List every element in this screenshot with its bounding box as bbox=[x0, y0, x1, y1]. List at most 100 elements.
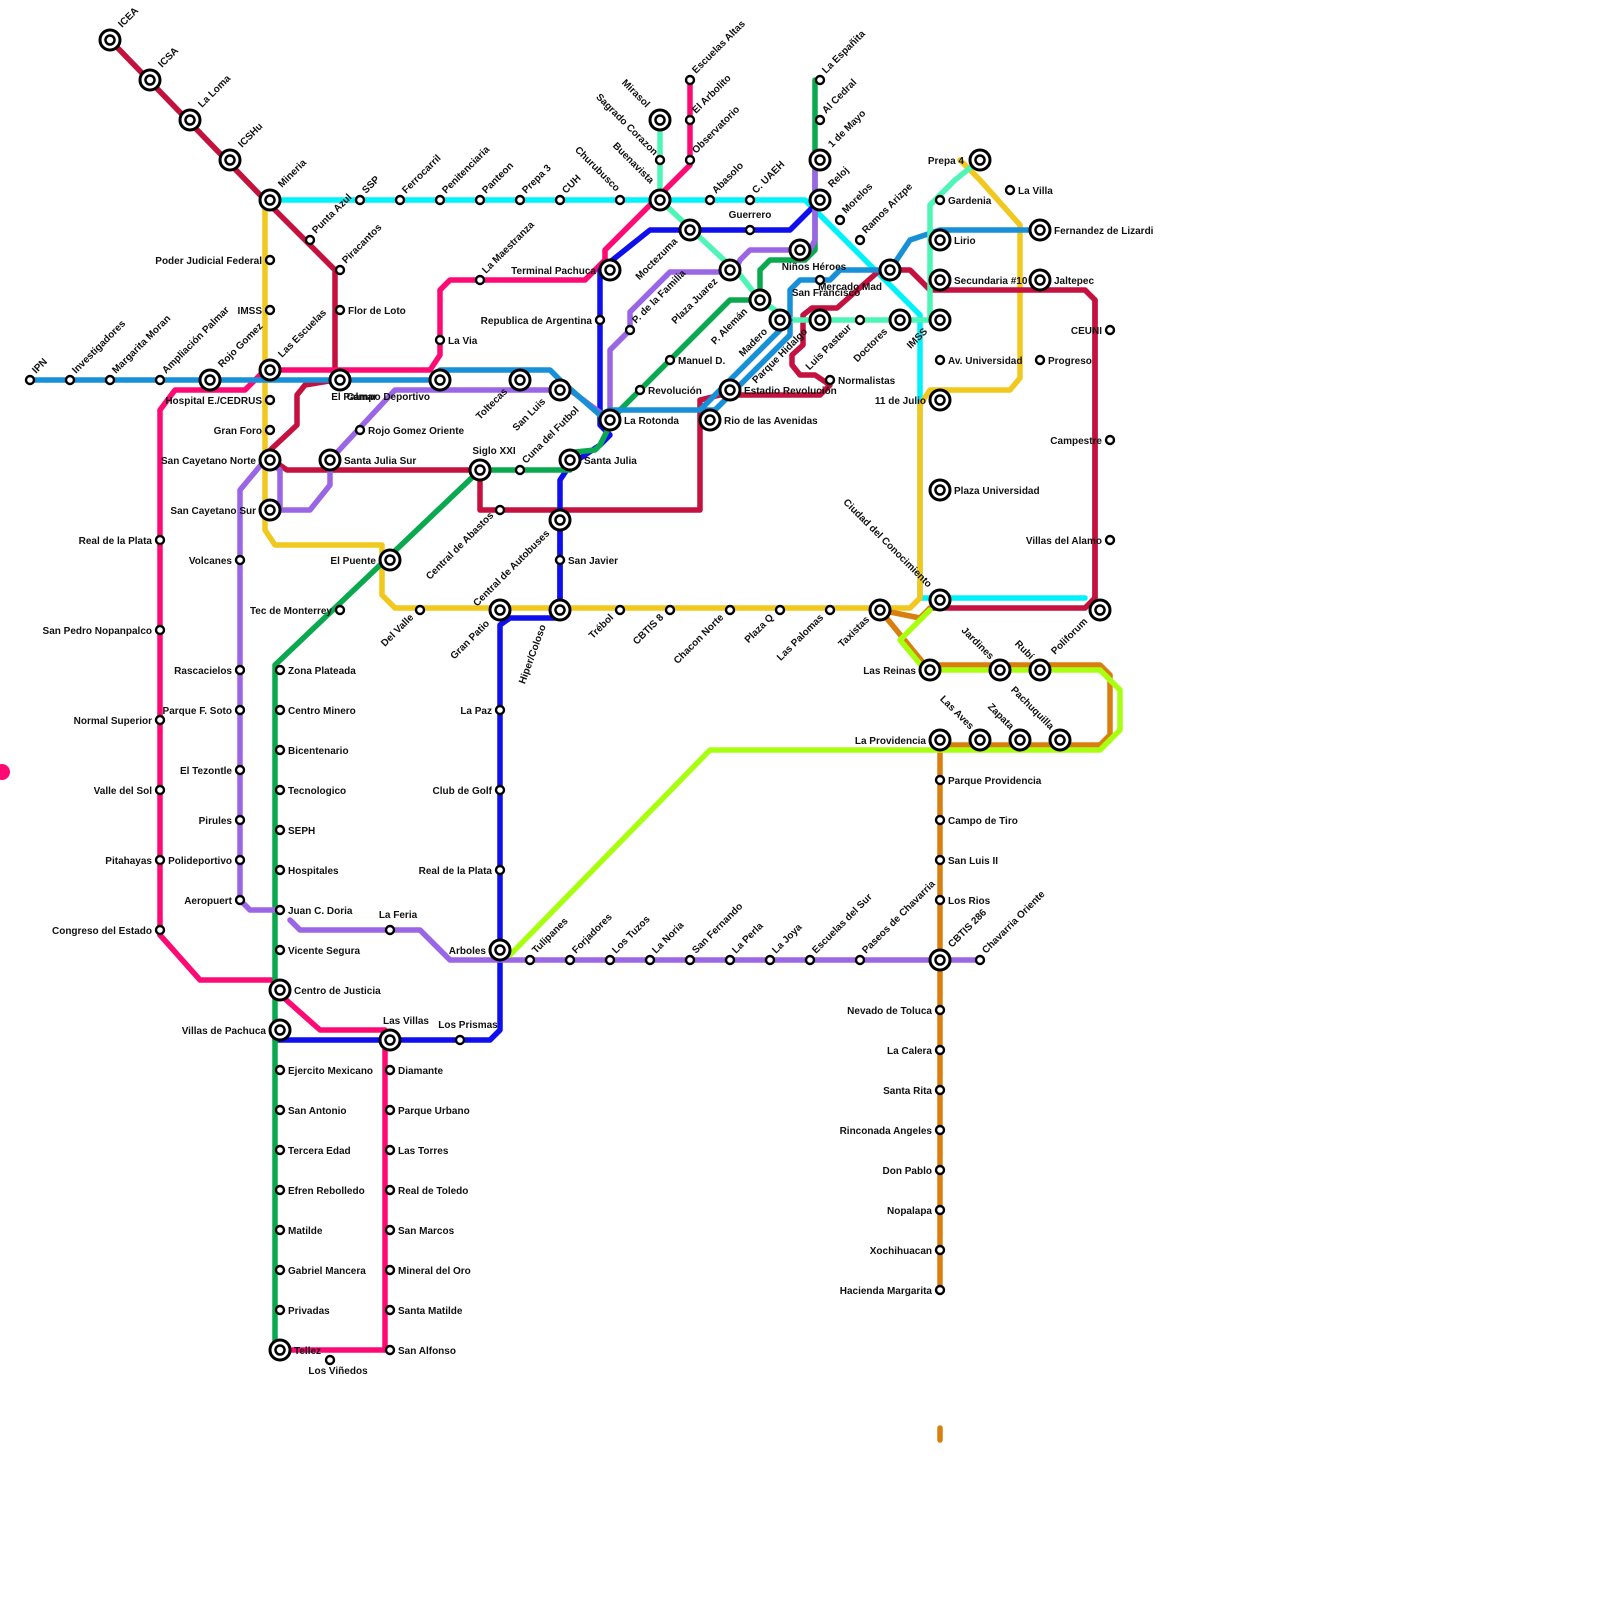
station-estadio-revolucion[interactable]: Estadio Revolución bbox=[718, 378, 837, 402]
station-ciudad-conocimiento[interactable]: Ciudad del Conocimiento bbox=[841, 497, 952, 612]
station-club-golf[interactable]: Club de Golf bbox=[433, 784, 506, 797]
station-del-valle[interactable]: Del Valle bbox=[379, 604, 426, 649]
station-gabriel-mancera[interactable]: Gabriel Mancera bbox=[274, 1264, 366, 1277]
station-diamante[interactable]: Diamante bbox=[384, 1064, 443, 1077]
station-prepa4[interactable]: Prepa 4 bbox=[928, 148, 992, 172]
station-santa-julia[interactable]: Santa Julia bbox=[558, 448, 637, 472]
station-gran-foro[interactable]: Gran Foro bbox=[214, 424, 276, 437]
station-parque-urbano[interactable]: Parque Urbano bbox=[384, 1104, 470, 1117]
station-icea[interactable]: ICEA bbox=[98, 5, 141, 52]
station-rascacielos[interactable]: Rascacielos bbox=[174, 664, 246, 677]
station-nevado-toluca[interactable]: Nevado de Toluca bbox=[847, 1004, 946, 1017]
station-rinconada-angeles[interactable]: Rinconada Angeles bbox=[840, 1124, 946, 1137]
station-pitahayas[interactable]: Pitahayas bbox=[105, 854, 166, 867]
station-congreso[interactable]: Congreso del Estado bbox=[52, 924, 166, 937]
station-vicente-segura[interactable]: Vicente Segura bbox=[274, 944, 361, 957]
station-los-vinedos[interactable]: Los Viñedos bbox=[308, 1354, 368, 1377]
station-san-cayetano-norte[interactable]: San Cayetano Norte bbox=[161, 448, 282, 472]
station-real-plata-s[interactable]: Real de la Plata bbox=[419, 864, 506, 877]
station-juan-doria[interactable]: Juan C. Doria bbox=[274, 904, 353, 917]
station-flor-loto[interactable]: Flor de Loto bbox=[334, 304, 406, 317]
station-las-reinas[interactable]: Las Reinas bbox=[863, 658, 942, 682]
station-guerrero[interactable]: Guerrero bbox=[729, 210, 772, 236]
station-hospital-cedrus[interactable]: Hospital E./CEDRUS bbox=[165, 394, 276, 407]
station-ninos-heroes[interactable]: Niños Héroes bbox=[782, 238, 847, 273]
station-revolucion[interactable]: Revolución bbox=[634, 384, 702, 397]
station-la-calera[interactable]: La Calera bbox=[887, 1044, 946, 1057]
station-san-francisco[interactable]: San Francisco bbox=[792, 274, 860, 299]
station-penitenciaria[interactable]: Penitenciaria bbox=[434, 144, 492, 206]
station-san-marcos[interactable]: San Marcos bbox=[384, 1224, 455, 1237]
station-volcanes[interactable]: Volcanes bbox=[189, 554, 246, 567]
station-rojo-gomez-oriente[interactable]: Rojo Gomez Oriente bbox=[354, 424, 465, 437]
station-parque-providencia[interactable]: Parque Providencia bbox=[934, 774, 1042, 787]
station-hospitales[interactable]: Hospitales bbox=[274, 864, 339, 877]
station-bicentenario[interactable]: Bicentenario bbox=[274, 744, 349, 757]
station-imss-west[interactable]: IMSS bbox=[238, 304, 276, 317]
station-rubi[interactable]: Rubí bbox=[1012, 639, 1052, 682]
station-normal-superior[interactable]: Normal Superior bbox=[74, 714, 166, 727]
station-centro-justicia[interactable]: Centro de Justicia bbox=[268, 978, 381, 1002]
station-trebol[interactable]: Trébol bbox=[587, 604, 626, 641]
station-plaza-q[interactable]: Plaza Q bbox=[743, 604, 786, 646]
station-ceuni[interactable]: CEUNI bbox=[1071, 324, 1116, 337]
station-xochihuacan[interactable]: Xochihuacan bbox=[870, 1244, 946, 1257]
station-san-pedro-nopanpalco[interactable]: San Pedro Nopanpalco bbox=[43, 624, 166, 637]
station-once-julio[interactable]: 11 de Julio bbox=[875, 388, 952, 412]
station-hiper-coloso[interactable]: Hiper/Coloso bbox=[517, 598, 572, 686]
station-villas-alamo[interactable]: Villas del Alamo bbox=[1026, 534, 1116, 547]
station-tellez[interactable]: Tellez bbox=[268, 1338, 321, 1362]
station-cbtis8[interactable]: CBTIS 8 bbox=[631, 604, 676, 647]
station-central-abastos[interactable]: Central de Abastos bbox=[424, 504, 506, 582]
station-don-pablo[interactable]: Don Pablo bbox=[883, 1164, 946, 1177]
station-la-loma[interactable]: La Loma bbox=[178, 73, 234, 132]
station-centro-minero[interactable]: Centro Minero bbox=[274, 704, 356, 717]
station-las-palomas[interactable]: Las Palomas bbox=[775, 604, 836, 663]
station-san-alfonso[interactable]: San Alfonso bbox=[384, 1344, 456, 1357]
station-campo-deportivo[interactable]: Campo Deportivo bbox=[347, 368, 452, 403]
station-los-rios[interactable]: Los Rios bbox=[934, 894, 991, 907]
station-santa-julia-sur[interactable]: Santa Julia Sur bbox=[318, 448, 416, 472]
station-las-torres[interactable]: Las Torres bbox=[384, 1144, 449, 1157]
station-parque-soto[interactable]: Parque F. Soto bbox=[163, 704, 246, 717]
station-zona-plateada[interactable]: Zona Plateada bbox=[274, 664, 356, 677]
station-lirio[interactable]: Lirio bbox=[928, 228, 976, 252]
station-santa-rita[interactable]: Santa Rita bbox=[883, 1084, 946, 1097]
station-las-villas[interactable]: Las Villas bbox=[378, 1016, 429, 1052]
station-normalistas[interactable]: Normalistas bbox=[824, 374, 896, 387]
station-santa-matilde[interactable]: Santa Matilde bbox=[384, 1304, 463, 1317]
station-el-tezontle[interactable]: El Tezontle bbox=[180, 764, 246, 777]
station-campo-tiro[interactable]: Campo de Tiro bbox=[934, 814, 1018, 827]
station-san-cayetano-sur[interactable]: San Cayetano Sur bbox=[170, 498, 282, 522]
station-ejercito-mexicano[interactable]: Ejercito Mexicano bbox=[274, 1064, 373, 1077]
station-la-paz[interactable]: La Paz bbox=[460, 704, 506, 717]
station-san-antonio[interactable]: San Antonio bbox=[274, 1104, 347, 1117]
station-mercado-madero[interactable]: Mercado Mad bbox=[818, 258, 902, 293]
station-arboles[interactable]: Arboles bbox=[449, 938, 512, 962]
station-real-toledo[interactable]: Real de Toledo bbox=[384, 1184, 468, 1197]
station-mineral-oro[interactable]: Mineral del Oro bbox=[384, 1264, 471, 1277]
station-aeropuerto[interactable]: Aeropuert bbox=[184, 894, 246, 907]
station-pirules[interactable]: Pirules bbox=[199, 814, 246, 827]
station-la-espanita[interactable]: La Españita bbox=[814, 28, 868, 86]
station-icsa[interactable]: ICSA bbox=[138, 45, 181, 92]
station-rio-avenidas[interactable]: Rio de las Avenidas bbox=[698, 408, 818, 432]
station-el-palmar[interactable]: El Palmar bbox=[328, 368, 377, 403]
station-progreso[interactable]: Progreso bbox=[1034, 354, 1092, 367]
station-tec-monterrey[interactable]: Tec de Monterrey bbox=[250, 604, 346, 617]
station-republica-argentina[interactable]: Republica de Argentina bbox=[481, 314, 606, 327]
station-av-universidad[interactable]: Av. Universidad bbox=[934, 354, 1022, 367]
station-piracantos[interactable]: Piracantos bbox=[334, 222, 385, 276]
station-valle-sol[interactable]: Valle del Sol bbox=[94, 784, 166, 797]
station-plaza-universidad[interactable]: Plaza Universidad bbox=[928, 478, 1040, 502]
station-san-luis-ii[interactable]: San Luis II bbox=[934, 854, 998, 867]
station-hacienda-margarita[interactable]: Hacienda Margarita bbox=[840, 1284, 946, 1297]
station-chacon-norte[interactable]: Chacon Norte bbox=[672, 604, 736, 666]
station-fernandez-lizardi[interactable]: Fernandez de Lizardi bbox=[1028, 218, 1154, 242]
station-la-providencia[interactable]: La Providencia bbox=[855, 728, 952, 752]
station-siglo-xxi[interactable]: Siglo XXI bbox=[468, 446, 516, 482]
station-tecnologico[interactable]: Tecnologico bbox=[274, 784, 346, 797]
station-tercera-edad[interactable]: Tercera Edad bbox=[274, 1144, 351, 1157]
station-matilde[interactable]: Matilde bbox=[274, 1224, 323, 1237]
station-terminal-pachuca[interactable]: Terminal Pachuca bbox=[511, 258, 622, 282]
